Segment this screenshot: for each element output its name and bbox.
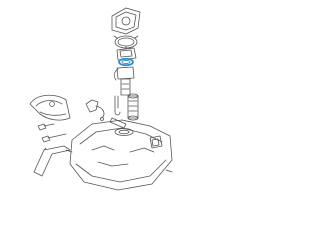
fuel-tank[interactable] — [65, 119, 173, 191]
parts-diagram — [29, 7, 173, 191]
pump-module-flange[interactable] — [116, 45, 137, 61]
gasket[interactable] — [118, 57, 134, 67]
connector-harness[interactable] — [85, 99, 105, 121]
small-cap[interactable] — [149, 135, 163, 149]
cover-plate[interactable] — [111, 7, 141, 35]
exploded-view-svg — [29, 7, 173, 191]
sender-bracket[interactable] — [109, 95, 127, 129]
fuel-filter[interactable] — [127, 93, 139, 121]
bolts[interactable] — [37, 123, 67, 143]
strap[interactable] — [33, 145, 71, 177]
heat-shield[interactable] — [29, 94, 71, 121]
fuel-pump-assembly[interactable] — [113, 66, 135, 96]
